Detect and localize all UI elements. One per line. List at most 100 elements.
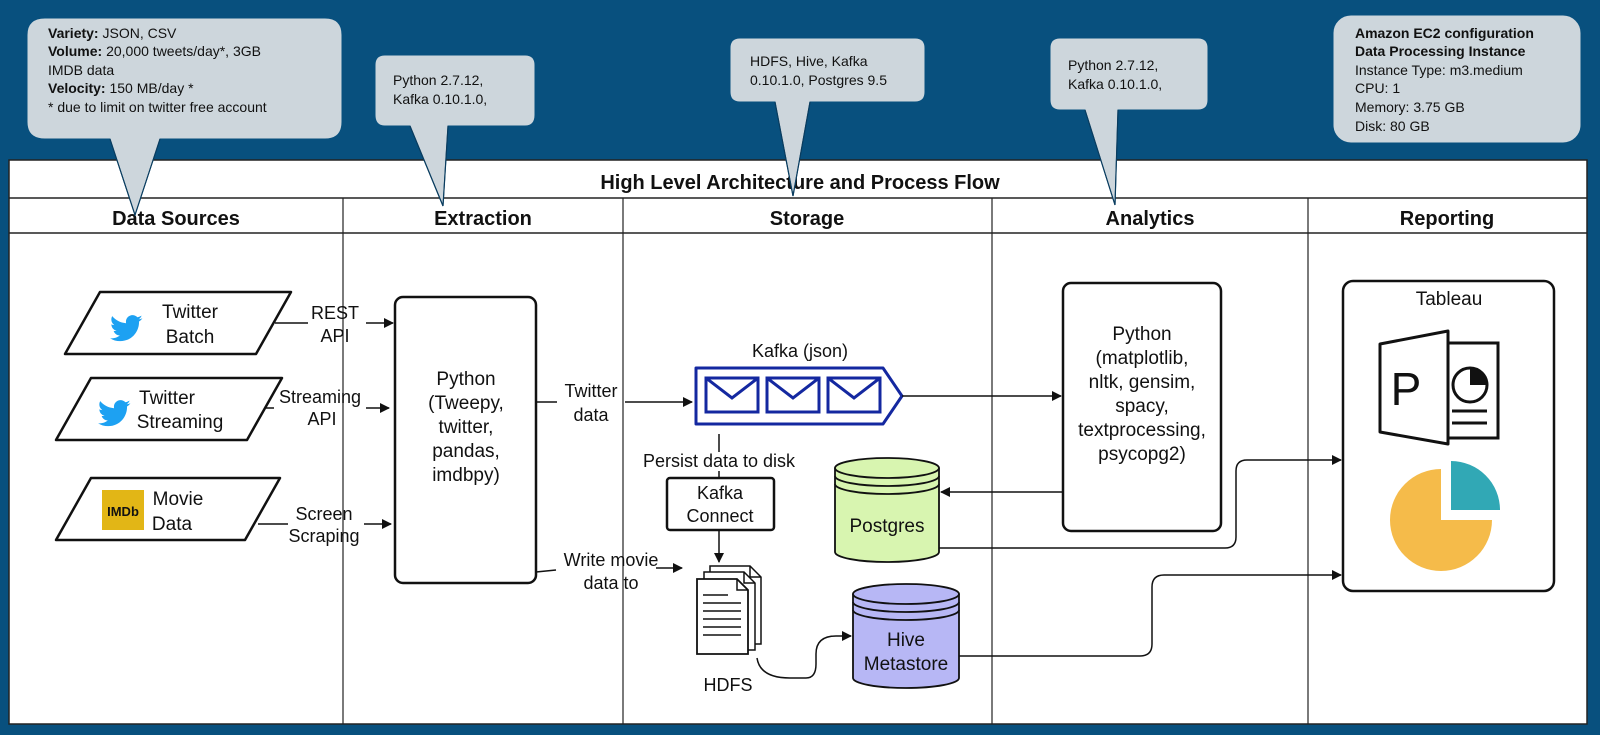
swimlane-panel: High Level Architecture and Process Flow… bbox=[8, 159, 1588, 725]
volume-key: Volume: bbox=[48, 43, 102, 59]
analytics-line-1: Python bbox=[1112, 324, 1171, 345]
database-icon bbox=[834, 457, 940, 563]
edge-hive-to-tableau bbox=[959, 570, 1342, 657]
source-movie-data: IMDb Movie Data bbox=[54, 476, 282, 542]
twitter-bird-icon bbox=[110, 315, 143, 342]
callout-data-sources: Variety: JSON, CSV Volume: 20,000 tweets… bbox=[26, 17, 343, 217]
twitter-streaming-label-1: Twitter bbox=[139, 388, 196, 409]
hive-label-1: Hive bbox=[887, 630, 925, 651]
rest-api-label-1: REST bbox=[311, 303, 359, 323]
callout-ec2-config: Amazon EC2 configuration Data Processing… bbox=[1332, 14, 1582, 144]
write-movie-label-2: data to bbox=[583, 573, 638, 593]
imdb-logo-icon: IMDb bbox=[102, 490, 144, 530]
screen-scraping-label-2: Scraping bbox=[288, 526, 359, 546]
edge-postgres-to-tableau bbox=[939, 455, 1342, 549]
svg-text:Velocity: 150 MB/day *: Velocity: 150 MB/day * bbox=[48, 80, 194, 96]
movie-data-label-1: Movie bbox=[153, 489, 204, 510]
edge-screen-scraping: Screen Scraping bbox=[258, 504, 392, 546]
twitter-batch-label-2: Batch bbox=[166, 327, 215, 348]
kafka-connect-box: Kafka Connect bbox=[665, 476, 776, 532]
ec2-disk: Disk: 80 GB bbox=[1355, 118, 1430, 134]
lane-header-analytics: Analytics bbox=[1106, 208, 1195, 230]
edge-streaming-api: Streaming API bbox=[266, 387, 390, 429]
analytics-line-5: textprocessing, bbox=[1078, 420, 1206, 441]
persist-label: Persist data to disk bbox=[643, 451, 796, 471]
analytics-callout-line-1: Python 2.7.12, bbox=[1068, 57, 1158, 73]
write-movie-label-1: Write movie bbox=[564, 550, 659, 570]
analytics-line-6: psycopg2) bbox=[1098, 444, 1186, 465]
extraction-line-1: Python bbox=[436, 369, 495, 390]
volume-continuation: IMDB data bbox=[48, 62, 114, 78]
ec2-title-1: Amazon EC2 configuration bbox=[1355, 25, 1534, 41]
extraction-line-5: imdbpy) bbox=[432, 465, 500, 486]
variety-key: Variety: bbox=[48, 25, 99, 41]
ec2-instance-type: Instance Type: m3.medium bbox=[1355, 62, 1523, 78]
edge-rest-api: REST API bbox=[275, 303, 394, 346]
rest-api-label-2: API bbox=[320, 326, 349, 346]
imdb-logo-text: IMDb bbox=[107, 504, 139, 519]
powerpoint-icon: P bbox=[1378, 329, 1500, 446]
callout-extraction: Python 2.7.12, Kafka 0.10.1.0, bbox=[374, 54, 536, 207]
envelope-icon bbox=[704, 376, 760, 414]
envelope-icon bbox=[765, 376, 821, 414]
diagram-title: High Level Architecture and Process Flow bbox=[600, 172, 1000, 194]
powerpoint-letter: P bbox=[1391, 363, 1422, 415]
kafka-connect-label-2: Connect bbox=[686, 506, 753, 526]
lane-header-storage: Storage bbox=[770, 208, 844, 230]
analytics-line-4: spacy, bbox=[1115, 396, 1169, 417]
twitter-data-label-1: Twitter bbox=[564, 381, 617, 401]
envelope-icon bbox=[826, 376, 882, 414]
analytics-python-box: Python (matplotlib, nltk, gensim, spacy,… bbox=[1061, 281, 1223, 533]
hive-label-2: Metastore bbox=[864, 654, 948, 675]
extraction-callout-line-1: Python 2.7.12, bbox=[393, 72, 483, 88]
callout-analytics: Python 2.7.12, Kafka 0.10.1.0, bbox=[1049, 37, 1209, 206]
ec2-cpu: CPU: 1 bbox=[1355, 80, 1400, 96]
twitter-data-label-2: data bbox=[573, 405, 609, 425]
analytics-callout-line-2: Kafka 0.10.1.0, bbox=[1068, 76, 1162, 92]
storage-callout-line-1: HDFS, Hive, Kafka bbox=[750, 53, 868, 69]
extraction-callout-line-2: Kafka 0.10.1.0, bbox=[393, 91, 487, 107]
svg-text:Variety: JSON, CSV: Variety: JSON, CSV bbox=[48, 25, 177, 41]
edge-persist-to-disk: Persist data to disk bbox=[643, 434, 796, 477]
streaming-api-label-1: Streaming bbox=[279, 387, 361, 407]
streaming-api-label-2: API bbox=[307, 409, 336, 429]
lane-header-reporting: Reporting bbox=[1400, 208, 1494, 230]
document-icon bbox=[696, 565, 762, 655]
twitter-limit-note: * due to limit on twitter free account bbox=[48, 99, 267, 115]
velocity-key: Velocity: bbox=[48, 80, 106, 96]
postgres-database: Postgres bbox=[834, 457, 940, 563]
extraction-line-2: (Tweepy, bbox=[428, 393, 504, 414]
pie-chart-icon bbox=[1390, 461, 1500, 571]
postgres-label: Postgres bbox=[850, 516, 925, 537]
twitter-bird-icon bbox=[98, 400, 131, 427]
lane-header-extraction: Extraction bbox=[434, 208, 532, 230]
twitter-batch-label-1: Twitter bbox=[162, 302, 219, 323]
movie-data-label-2: Data bbox=[152, 514, 193, 535]
callout-storage: HDFS, Hive, Kafka 0.10.1.0, Postgres 9.5 bbox=[729, 37, 926, 197]
tableau-box: Tableau P bbox=[1341, 279, 1556, 593]
database-icon bbox=[852, 583, 960, 689]
edge-twitter-data: Twitter data bbox=[536, 381, 693, 425]
storage-callout-line-2: 0.10.1.0, Postgres 9.5 bbox=[750, 72, 887, 88]
volume-value: 20,000 tweets/day*, 3GB bbox=[102, 43, 261, 59]
extraction-line-3: twitter, bbox=[439, 417, 494, 438]
extraction-python-box: Python (Tweepy, twitter, pandas, imdbpy) bbox=[393, 295, 538, 585]
hdfs-label: HDFS bbox=[704, 675, 753, 695]
ec2-title-2: Data Processing Instance bbox=[1355, 43, 1526, 59]
tableau-label: Tableau bbox=[1416, 289, 1483, 310]
analytics-line-2: (matplotlib, bbox=[1096, 348, 1189, 369]
extraction-line-4: pandas, bbox=[432, 441, 500, 462]
svg-text:Volume: 20,000 tweets/day*, 3G: Volume: 20,000 tweets/day*, 3GB bbox=[48, 43, 261, 59]
kafka-queue: Kafka (json) bbox=[694, 341, 904, 426]
lane-header-data-sources: Data Sources bbox=[112, 208, 240, 230]
edge-hdfs-to-hive bbox=[756, 631, 852, 679]
hive-metastore-database: Hive Metastore bbox=[852, 583, 960, 689]
source-twitter-batch: Twitter Batch bbox=[63, 290, 293, 356]
ec2-memory: Memory: 3.75 GB bbox=[1355, 99, 1465, 115]
kafka-label: Kafka (json) bbox=[752, 341, 848, 361]
screen-scraping-label-1: Screen bbox=[295, 504, 352, 524]
velocity-value: 150 MB/day * bbox=[106, 80, 194, 96]
variety-value: JSON, CSV bbox=[99, 25, 177, 41]
